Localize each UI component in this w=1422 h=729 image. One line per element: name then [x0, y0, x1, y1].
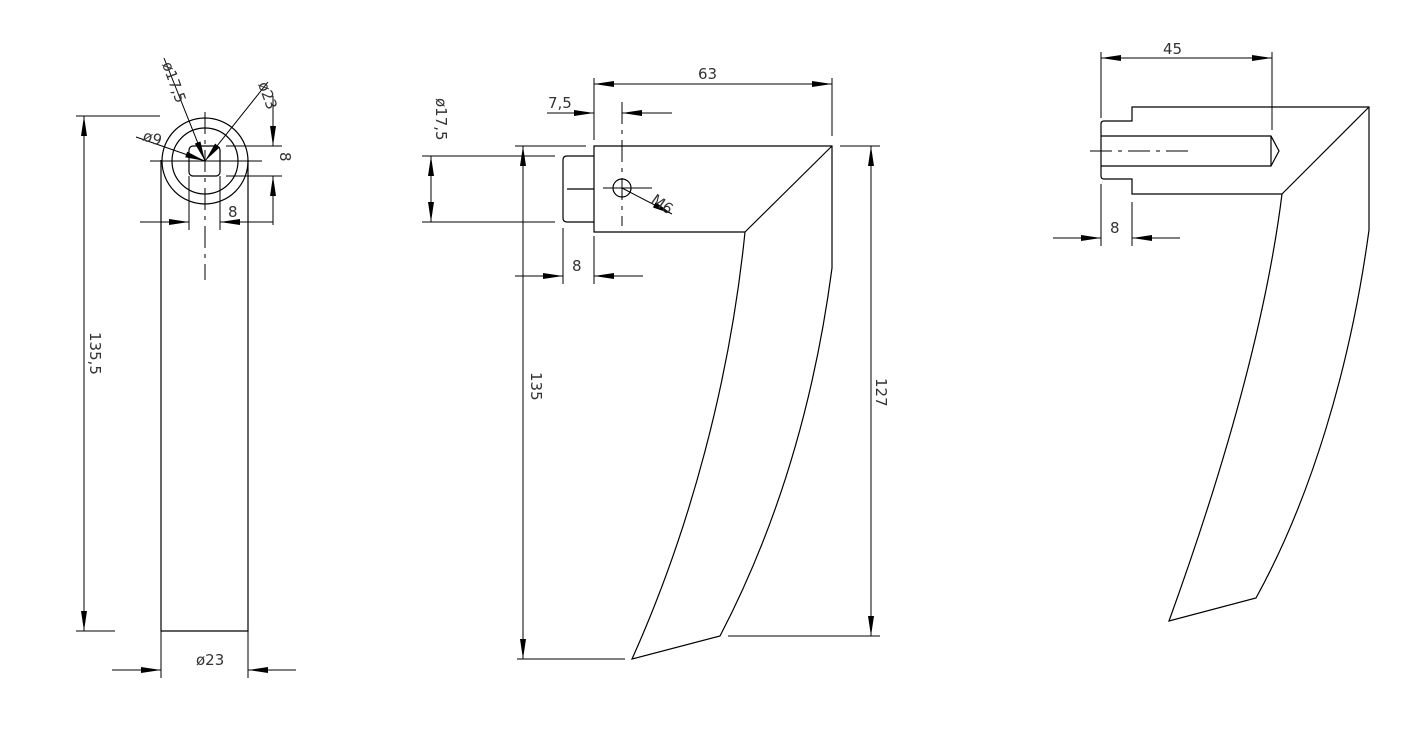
handle-outline [160, 160, 249, 632]
side-view: M6 63 7,5 ø17,5 135 8 127 [422, 65, 890, 660]
height-135-5-label: 135,5 [86, 332, 104, 375]
length-63-label: 63 [698, 65, 717, 83]
handle-body [593, 145, 833, 660]
dia-17-5-label: ø17,5 [158, 59, 189, 105]
pin-dia-label: ø17,5 [432, 98, 450, 141]
section-pin-len-label: 8 [1110, 219, 1120, 237]
dia-23-bottom-label: ø23 [196, 651, 224, 669]
handle-body [1100, 106, 1370, 622]
width-8-label: 8 [228, 203, 238, 221]
dia-9-label: ø9 [141, 127, 164, 150]
height-127-label: 127 [872, 378, 890, 407]
height-135-label: 135 [527, 372, 545, 401]
offset-7-5-label: 7,5 [548, 94, 572, 112]
pin [562, 155, 594, 223]
dia-23-label: ø23 [254, 79, 281, 112]
height-8-label: 8 [276, 152, 294, 162]
m6-label: M6 [648, 191, 677, 219]
pin-len-label: 8 [572, 257, 582, 275]
bore-depth-label: 45 [1163, 40, 1182, 58]
bore [1101, 135, 1280, 167]
front-view: ø17,5 ø23 ø9 8 8 135,5 ø23 [76, 57, 296, 678]
section-view: 45 8 [1053, 40, 1370, 622]
